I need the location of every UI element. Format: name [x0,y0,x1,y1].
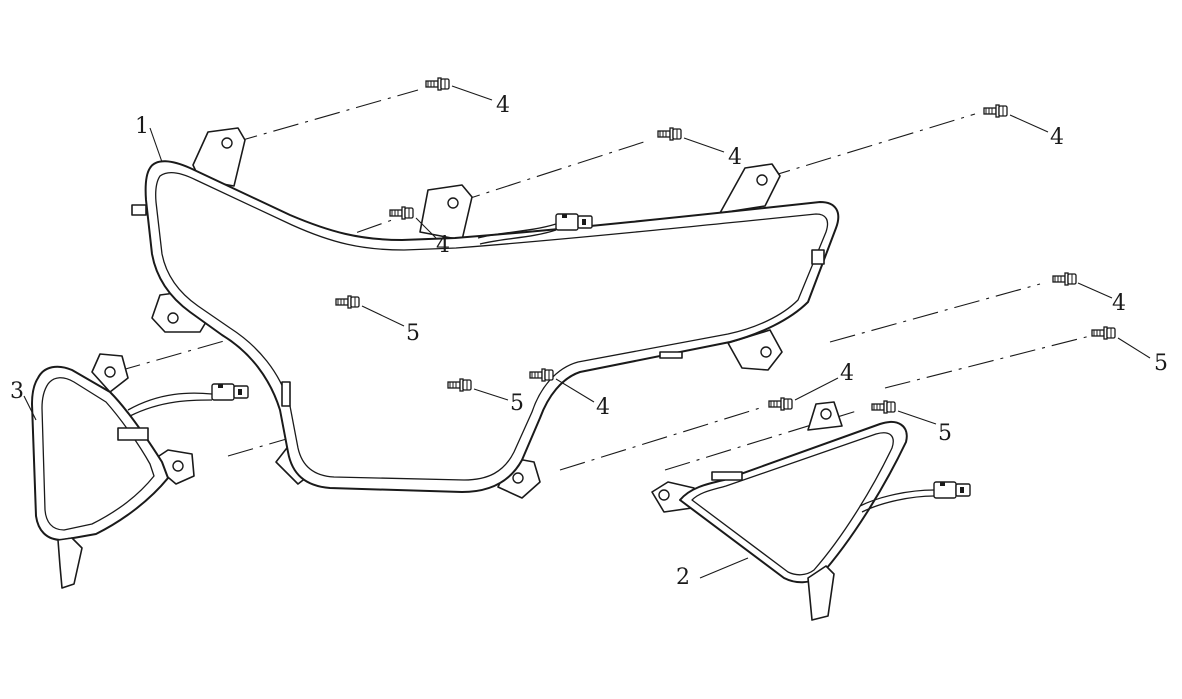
bracket-hole [756,174,768,186]
bracket-hole [760,346,772,358]
screw-icon [389,206,414,220]
cowl-inner-lip [154,171,829,481]
callout-1: 1 [135,114,149,139]
clip [711,471,743,481]
right-signal-mount-tab [807,565,835,621]
callout-5: 5 [938,421,952,446]
screw-icon [1091,326,1116,340]
bracket-hole [447,197,459,209]
cowl-connector [555,213,593,231]
bracket-hole [512,472,524,484]
right-signal-connector [933,481,971,499]
left-signal-connector [211,383,249,401]
screw-icon [983,104,1008,118]
screw-icon [425,77,450,91]
cowl-outline [144,160,840,493]
clip [281,381,291,407]
bracket-left-signal-right [149,449,195,485]
cowl-wire [477,223,557,239]
callout-labels: 1 2 3 4 4 4 4 4 4 4 5 5 5 5 [10,93,1168,590]
clip [811,249,825,265]
callout-4: 4 [840,361,854,386]
callout-5: 5 [1154,351,1168,376]
leader-lines [23,85,1151,579]
right-signal-part [651,401,971,621]
bracket-top-center [419,184,473,241]
right-signal-housing [679,421,908,584]
bracket-hole [172,460,184,472]
main-cowl-part [131,127,840,499]
left-signal-wire [127,392,213,411]
left-signal-wire [129,399,213,417]
right-signal-wire [861,495,935,513]
callout-4: 4 [1112,291,1126,316]
callout-4: 4 [1050,125,1064,150]
clip [117,427,149,441]
bracket-hole [167,312,179,324]
screw-icon [1052,272,1077,286]
right-signal-lens [691,432,894,576]
callout-2: 2 [676,565,690,590]
callout-4: 4 [728,145,742,170]
clip [131,204,147,216]
bracket-top-right [719,163,781,214]
bracket-hole [104,366,116,378]
left-signal-lens [41,377,155,531]
callout-4: 4 [596,395,610,420]
callout-5: 5 [510,391,524,416]
screw-icon [871,400,896,414]
cowl-wire [479,229,557,245]
right-signal-wire [859,489,935,507]
bracket-hole [221,137,233,149]
left-signal-mount-tab [57,537,83,589]
callout-4: 4 [436,233,450,258]
bracket-hole [658,489,670,501]
screw-icon [657,127,682,141]
bracket-hole [820,408,832,420]
callout-4: 4 [496,93,510,118]
left-signal-part [31,353,249,589]
bracket-lower-right [727,329,783,371]
screw-icon [768,397,793,411]
clip [659,351,683,359]
left-signal-housing [31,365,169,541]
callout-3: 3 [10,379,24,404]
callout-5: 5 [406,321,420,346]
